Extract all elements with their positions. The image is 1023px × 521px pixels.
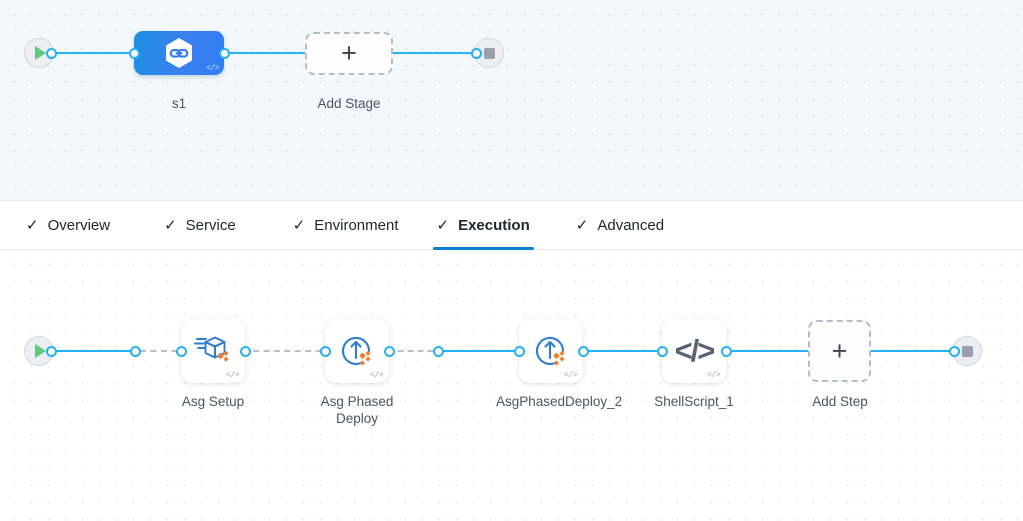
step-node-asg-setup[interactable]: </> (181, 319, 245, 383)
check-icon: ✓ (575, 216, 589, 234)
stage-node-s1[interactable]: </> (134, 31, 224, 75)
connector-start-to-stage (50, 52, 135, 54)
tab-label: Execution (458, 216, 530, 234)
play-icon (35, 344, 46, 358)
tab-label: Environment (314, 216, 399, 234)
port-exec-end-in[interactable] (949, 346, 960, 357)
port-group-out[interactable] (433, 346, 444, 357)
tab-execution[interactable]: ✓ Execution (432, 201, 535, 250)
step-code-badge: </> (370, 371, 383, 380)
port-start-out[interactable] (46, 48, 57, 59)
port-stage-in[interactable] (129, 48, 140, 59)
connector-step4-to-add (726, 350, 811, 352)
stage-config-tabs: ✓ Overview ✓ Service ✓ Environment ✓ Exe… (0, 200, 1023, 250)
step-code-badge: </> (564, 371, 577, 380)
check-icon: ✓ (26, 216, 39, 234)
step-code-badge: </> (707, 371, 720, 380)
stage-label: s1 (171, 96, 187, 111)
step-code-badge: </> (226, 371, 239, 380)
shell-script-icon: </> (674, 333, 716, 368)
asg-setup-icon (194, 336, 229, 362)
stop-icon (483, 47, 495, 59)
connector-stage-to-add (225, 52, 310, 54)
tab-label: Overview (47, 216, 111, 234)
check-icon: ✓ (436, 216, 450, 234)
stage-code-badge: </> (206, 64, 219, 73)
connector-step2-to-group-out (388, 350, 443, 352)
tab-overview[interactable]: ✓ Overview (22, 201, 114, 250)
tab-label: Advanced (597, 216, 665, 234)
play-icon (35, 46, 46, 60)
step-label-asg-phased-deploy-2: AsgPhasedDeploy_2 (496, 394, 623, 409)
port-step3-out[interactable] (578, 346, 589, 357)
tab-label: Service (185, 216, 236, 234)
connector-start-to-group (50, 350, 140, 352)
asg-phased-deploy-icon (535, 336, 565, 366)
plus-icon: + (341, 38, 357, 68)
stop-icon (961, 345, 973, 357)
connector-add-to-end (871, 350, 961, 352)
connector-group-in-to-step1 (140, 350, 188, 352)
port-stage-out[interactable] (219, 48, 230, 59)
port-end-in[interactable] (471, 48, 482, 59)
execution-canvas[interactable]: Canary Deployment (0, 250, 1023, 521)
port-step2-in[interactable] (320, 346, 331, 357)
tab-service[interactable]: ✓ Service (160, 201, 240, 250)
add-stage-label: Add Stage (317, 96, 381, 111)
check-icon: ✓ (164, 216, 177, 234)
port-step3-in[interactable] (514, 346, 525, 357)
step-node-asg-phased-deploy[interactable]: </> (325, 319, 389, 383)
connector-step1-to-step2 (222, 350, 332, 352)
plus-icon: + (831, 335, 848, 366)
connector-add-to-end (390, 52, 480, 54)
tab-advanced[interactable]: ✓ Advanced (572, 201, 668, 250)
connector-step3-to-step4 (583, 350, 668, 352)
step-label-asg-setup: Asg Setup (181, 394, 245, 409)
asg-phased-deploy-icon (341, 336, 371, 366)
tab-environment[interactable]: ✓ Environment (289, 201, 403, 250)
step-label-asg-phased-deploy: Asg Phased Deploy (320, 394, 394, 426)
step-node-asg-phased-deploy-2[interactable]: </> (519, 319, 583, 383)
connector-group-to-step3 (440, 350, 525, 352)
port-step4-in[interactable] (657, 346, 668, 357)
port-step2-out[interactable] (384, 346, 395, 357)
port-exec-start-out[interactable] (46, 346, 57, 357)
port-step4-out[interactable] (721, 346, 732, 357)
add-step-button[interactable]: + (808, 320, 871, 382)
hexagon-link-icon (164, 37, 194, 69)
add-stage-button[interactable]: + (305, 32, 393, 75)
port-group-in[interactable] (130, 346, 141, 357)
step-node-shellscript-1[interactable]: </> </> (662, 319, 726, 383)
port-step1-in[interactable] (176, 346, 187, 357)
stage-canvas[interactable]: </> s1 + Add Stage (0, 0, 1023, 200)
check-icon: ✓ (292, 216, 306, 234)
port-step1-out[interactable] (240, 346, 251, 357)
add-step-label: Add Step (812, 394, 868, 409)
step-label-shellscript-1: ShellScript_1 (654, 394, 734, 409)
